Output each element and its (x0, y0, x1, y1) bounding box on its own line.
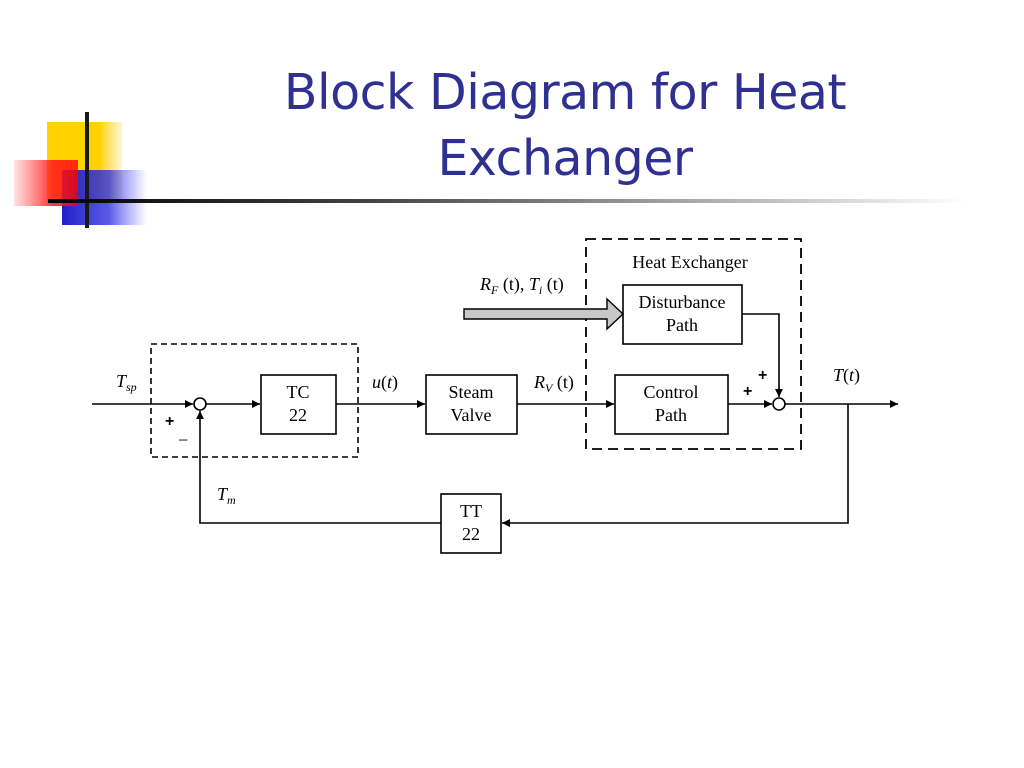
logo-vertical-bar (85, 112, 89, 228)
heat-exchanger-label: Heat Exchanger (632, 252, 747, 272)
slide-title: Block Diagram for Heat Exchanger (230, 60, 900, 192)
label-t-of-t: T(t) (833, 365, 860, 386)
label-tm: Tm (217, 484, 236, 507)
decorative-logo (14, 112, 147, 228)
controller-boundary (150, 343, 359, 458)
control-path-block: Control Path (614, 374, 729, 435)
measurement-feedback-line (196, 411, 441, 524)
title-rule (48, 199, 968, 203)
feedback-to-transmitter-line (502, 404, 849, 527)
disturbance-path-output-line (742, 313, 783, 397)
steam-valve-line1: Steam (449, 382, 494, 402)
disturbance-path-block: Disturbance Path (622, 284, 743, 345)
disturbance-path-line1: Disturbance (639, 292, 726, 312)
control-path-line2: Path (655, 405, 687, 425)
summing-junction-error (193, 397, 207, 411)
tt-block: TT 22 (440, 493, 502, 554)
sign-sum2-left-plus: + (743, 383, 752, 400)
steam-valve-line2: Valve (451, 405, 492, 425)
logo-red-square (14, 160, 78, 206)
title-line-1: Block Diagram for Heat (283, 64, 847, 121)
control-path-line1: Control (643, 382, 698, 402)
disturbance-path-line2: Path (666, 315, 698, 335)
sign-sum1-minus: − (178, 430, 188, 450)
title-line-2: Exchanger (437, 130, 693, 187)
steam-valve-block: Steam Valve (425, 374, 518, 435)
tc-block-line2: 22 (289, 405, 307, 425)
tt-block-line2: 22 (462, 524, 480, 544)
tt-block-line1: TT (460, 501, 482, 521)
tc-block-line1: TC (286, 382, 309, 402)
heat-exchanger-boundary (585, 238, 802, 450)
sign-sum1-plus: + (165, 413, 174, 430)
disturbance-input-arrow (463, 297, 625, 331)
sign-sum2-top-plus: + (758, 367, 767, 384)
label-rv-of-t: RV (t) (533, 372, 574, 395)
label-u-of-t: u(t) (372, 372, 398, 393)
label-tsp: Tsp (116, 371, 137, 394)
summing-junction-output (772, 397, 786, 411)
label-disturbance-inputs: RF (t), Ti (t) (479, 274, 564, 297)
tc-block: TC 22 (260, 374, 337, 435)
